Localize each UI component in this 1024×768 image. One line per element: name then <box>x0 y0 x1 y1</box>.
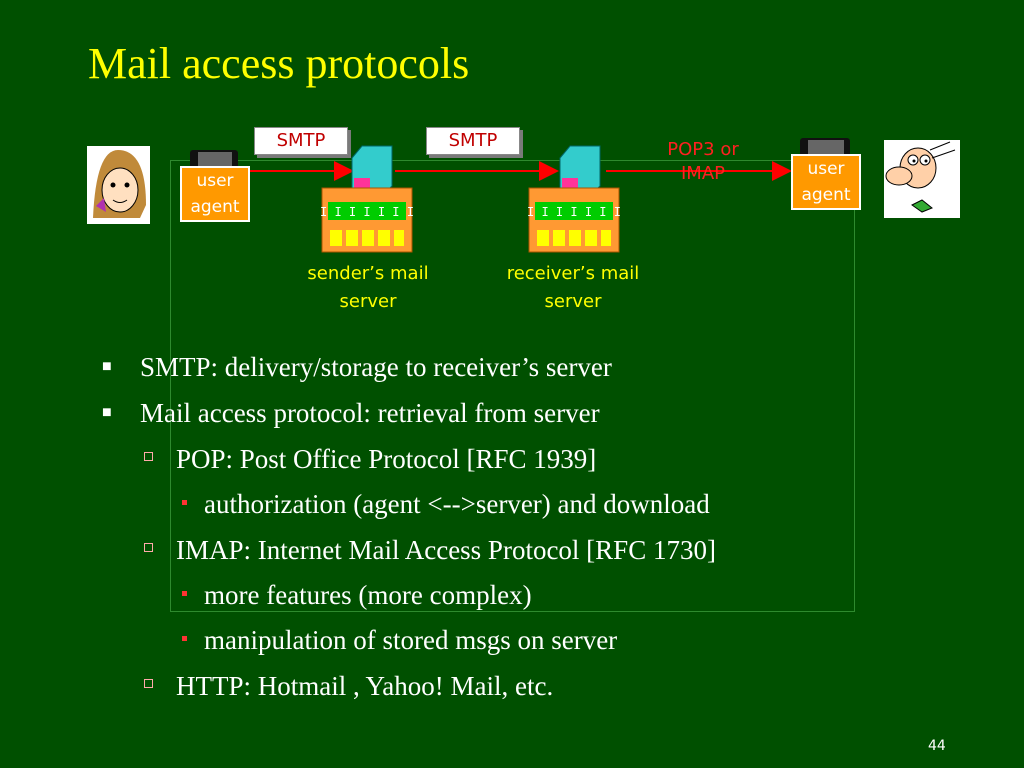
bullet-text: SMTP: delivery/storage to receiver’s ser… <box>140 352 612 382</box>
receiver-server-icon: I I I I I I I <box>527 145 621 253</box>
receiver-server-label-line1: receiver’s mail <box>506 263 640 284</box>
red-square-bullet-icon <box>182 500 187 505</box>
bullet-text: Mail access protocol: retrieval from ser… <box>140 398 600 428</box>
square-bullet-icon: ■ <box>102 404 112 421</box>
receiver-server-label: receiver’s mail server <box>488 260 658 316</box>
sub-sub-bullet-item: authorization (agent <-->server) and dow… <box>100 482 920 527</box>
bullet-text: authorization (agent <-->server) and dow… <box>204 489 710 519</box>
sub-bullet-item: IMAP: Internet Mail Access Protocol [RFC… <box>100 527 920 573</box>
slide-title: Mail access protocols <box>88 39 470 88</box>
square-bullet-icon: ■ <box>102 358 112 375</box>
user-agent-left-line1: user <box>196 171 234 191</box>
user-agent-right: user agent <box>791 154 861 210</box>
bullet-item: ■ Mail access protocol: retrieval from se… <box>100 390 920 436</box>
hollow-square-bullet-icon <box>144 543 153 552</box>
bullet-text: HTTP: Hotmail , Yahoo! Mail, etc. <box>176 671 554 701</box>
page-number: 44 <box>928 738 946 754</box>
sub-sub-bullet-item: manipulation of stored msgs on server <box>100 618 920 663</box>
sender-server-label-line1: sender’s mail <box>307 263 429 284</box>
bullet-item: ■ SMTP: delivery/storage to receiver’s se… <box>100 344 920 390</box>
sender-server-label: sender’s mail server <box>288 260 448 316</box>
sender-server-label-line2: server <box>339 291 397 312</box>
user-agent-left: user agent <box>180 166 250 222</box>
bullet-text: POP: Post Office Protocol [RFC 1939] <box>176 444 597 474</box>
smtp-label-1: SMTP <box>254 127 348 155</box>
sender-server-icon: I I I I I I I <box>320 145 414 253</box>
svg-text:I I I I I I I: I I I I I I I <box>527 205 621 219</box>
sub-sub-bullet-item: more features (more complex) <box>100 573 920 618</box>
pop3-line: POP3 or <box>667 139 739 160</box>
pop3-imap-label: POP3 or IMAP <box>650 138 756 186</box>
content-frame <box>170 160 855 612</box>
bullet-text: more features (more complex) <box>204 580 532 610</box>
red-square-bullet-icon <box>182 636 187 641</box>
smtp-label-2: SMTP <box>426 127 520 155</box>
user-agent-left-line2: agent <box>190 197 240 217</box>
sub-bullet-item: POP: Post Office Protocol [RFC 1939] <box>100 436 920 482</box>
bullet-list: ■ SMTP: delivery/storage to receiver’s se… <box>100 344 920 709</box>
receiver-server-label-line2: server <box>544 291 602 312</box>
bullet-text: IMAP: Internet Mail Access Protocol [RFC… <box>176 535 716 565</box>
sub-bullet-item: HTTP: Hotmail , Yahoo! Mail, etc. <box>100 663 920 709</box>
red-square-bullet-icon <box>182 591 187 596</box>
svg-text:I I I I I I I: I I I I I I I <box>320 205 414 219</box>
mail-diagram: I I I I I I I I I I I I I I <box>87 138 960 253</box>
user-agent-right-line2: agent <box>801 185 851 205</box>
sender-person-icon <box>87 146 150 224</box>
bullet-text: manipulation of stored msgs on server <box>204 625 618 655</box>
imap-line: IMAP <box>680 163 725 184</box>
receiver-person-icon <box>884 140 960 218</box>
hollow-square-bullet-icon <box>144 452 153 461</box>
user-agent-right-line1: user <box>807 159 845 179</box>
hollow-square-bullet-icon <box>144 679 153 688</box>
